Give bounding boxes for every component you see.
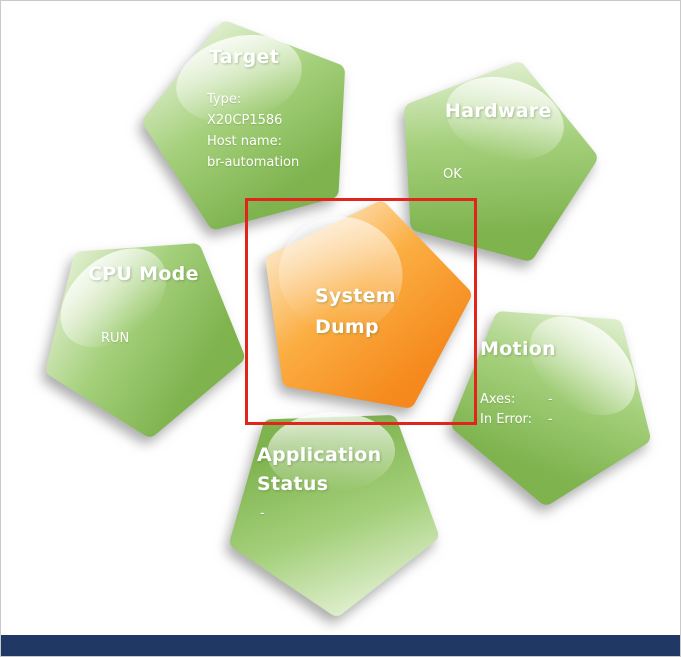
pentagon-system-dump[interactable]	[228, 174, 498, 444]
pentagon-application-status-shape[interactable]	[230, 415, 439, 616]
footer-bar	[1, 635, 680, 656]
pentagon-system-dump-shape[interactable]	[255, 194, 474, 408]
